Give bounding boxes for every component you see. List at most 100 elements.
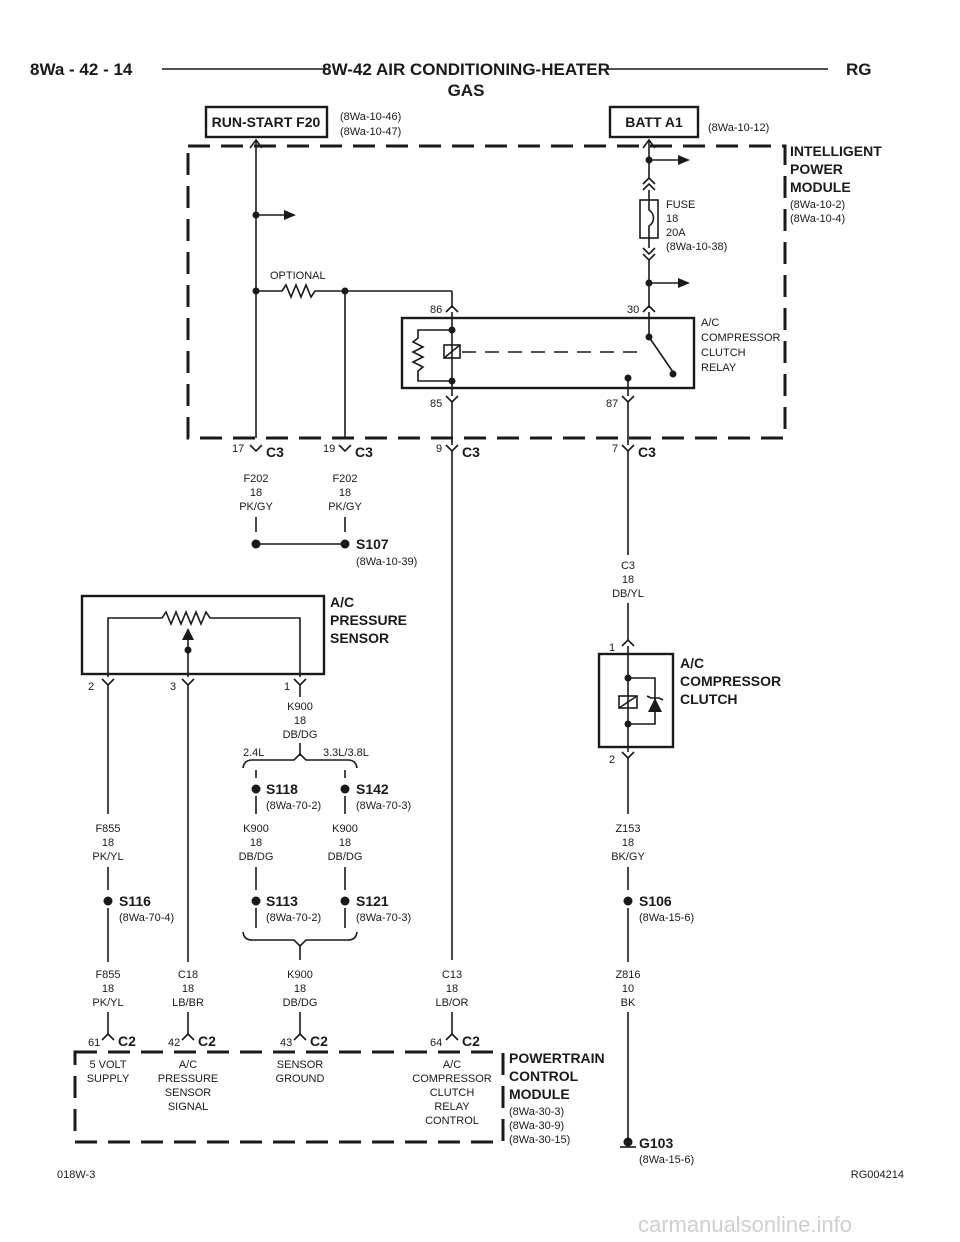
run-start-source-label: RUN-START F20	[212, 114, 321, 130]
pcm-func-64-line-3: CLUTCH	[430, 1087, 475, 1099]
option-33l-38l: 3.3L/3.8L	[323, 747, 369, 759]
s118-splice	[251, 784, 261, 794]
wire-c18-code: C18	[178, 969, 198, 981]
wire-k900-bottom-color: DB/DG	[283, 997, 318, 1009]
fuse-label-4: (8Wa-10-38)	[666, 241, 727, 253]
pressure-sensor-name-3: SENSOR	[330, 630, 389, 646]
c3-cavity-19	[338, 444, 352, 453]
c3-cavity-7	[621, 444, 635, 453]
s116-splice	[103, 896, 113, 906]
wire-k900-top-code: K900	[287, 701, 313, 713]
ac-compressor-clutch-relay	[400, 316, 696, 390]
optional-resistor	[256, 282, 345, 300]
pressure-sensor-name-2: PRESSURE	[330, 612, 407, 628]
run-start-ref-2: (8Wa-10-47)	[340, 126, 401, 138]
s142-label: S142	[356, 781, 389, 797]
relay-name-4: RELAY	[701, 362, 737, 374]
wire-k900-bottom-code: K900	[287, 969, 313, 981]
c2-cavity-64	[445, 1032, 459, 1041]
relay-name-1: A/C	[701, 317, 719, 329]
relay-pin-87: 87	[606, 398, 618, 410]
sensor-cavity-3	[181, 678, 195, 687]
wire-k900-left-gauge: 18	[250, 837, 262, 849]
sensor-pin-1: 1	[284, 681, 290, 693]
s121-splice	[340, 896, 350, 906]
pcm-func-64-line-2: COMPRESSOR	[412, 1073, 492, 1085]
wire-z153-gauge: 18	[622, 837, 634, 849]
ipm-name-1: INTELLIGENT	[790, 143, 882, 159]
s113-label: S113	[266, 893, 298, 909]
optional-label: OPTIONAL	[270, 270, 326, 282]
pcm-name-2: CONTROL	[509, 1068, 579, 1084]
fuse-cavity-bottom-1	[642, 247, 656, 256]
pressure-sensor-wiper-node	[184, 646, 192, 654]
relay-suppression-resistor	[411, 329, 452, 382]
g103-ref: (8Wa-15-6)	[639, 1154, 694, 1166]
figure-number: 018W-3	[57, 1169, 95, 1181]
wire-c13-color: LB/OR	[435, 997, 468, 1009]
option-brace-bottom	[242, 931, 358, 948]
batt-source-box	[608, 105, 700, 139]
relay-86-cavity	[445, 304, 459, 313]
s113-ref: (8Wa-70-2)	[266, 912, 321, 924]
c3-label-9: C3	[462, 444, 480, 460]
c3-label-19: C3	[355, 444, 373, 460]
wire-z816-color: BK	[621, 997, 636, 1009]
c3-pin-9: 9	[436, 443, 442, 455]
clutch-diode-bar	[646, 695, 664, 701]
relay-pin-30: 30	[627, 304, 639, 316]
pressure-sensor-potentiometer	[107, 609, 301, 677]
wire-c18-color: LB/BR	[172, 997, 204, 1009]
sensor-cavity-2	[101, 678, 115, 687]
clutch-name-3: CLUTCH	[680, 691, 738, 707]
relay-pin-86: 86	[430, 304, 442, 316]
c3-label-17: C3	[266, 444, 284, 460]
fuse-label-3: 20A	[666, 227, 686, 239]
pcm-func-61-line-1: 5 VOLT	[89, 1059, 126, 1071]
wire-f202-b-color: PK/GY	[328, 501, 362, 513]
s116-ref: (8Wa-70-4)	[119, 912, 174, 924]
fuse-label-2: 18	[666, 213, 678, 225]
page-title: 8W-42 AIR CONDITIONING-HEATER	[322, 60, 610, 79]
wire-k900-left-code: K900	[243, 823, 269, 835]
c2-label-43: C2	[310, 1033, 328, 1049]
wire-k900-right-color: DB/DG	[328, 851, 363, 863]
s107-splice	[340, 539, 350, 549]
run-start-ref-1: (8Wa-10-46)	[340, 111, 401, 123]
pcm-func-42-line-2: PRESSURE	[158, 1073, 219, 1085]
wire-z816-code: Z816	[615, 969, 640, 981]
pcm-ref-1: (8Wa-30-3)	[509, 1106, 564, 1118]
wire-f202-b-gauge: 18	[339, 487, 351, 499]
clutch-pin-2: 2	[609, 754, 615, 766]
page-number: 8Wa - 42 - 14	[30, 60, 133, 79]
s142-splice	[340, 784, 350, 794]
pcm-func-43-line-1: SENSOR	[277, 1059, 324, 1071]
wire-f202-a-color: PK/GY	[239, 501, 273, 513]
clutch-name-1: A/C	[680, 655, 704, 671]
clutch-coil	[618, 695, 638, 709]
pcm-func-42-line-3: SENSOR	[165, 1087, 212, 1099]
s121-label: S121	[356, 893, 389, 909]
fuse-cavity-top-1	[642, 176, 656, 185]
ipm-name-2: POWER	[790, 161, 843, 177]
clutch-coil-slash	[618, 695, 638, 709]
sensor-pin-3: 3	[170, 681, 176, 693]
sensor-cavity-1	[293, 678, 307, 687]
pcm-boundary	[73, 1050, 505, 1144]
pcm-func-43-line-2: GROUND	[276, 1073, 325, 1085]
watermark: carmanualsonline.info	[638, 1212, 852, 1237]
relay-87-cavity	[621, 395, 635, 404]
fuse-cavity-top-2	[642, 182, 656, 191]
clutch-diode-loop	[628, 677, 656, 725]
relay-85-cavity	[445, 395, 459, 404]
relay-switch-open-contact	[669, 370, 677, 378]
relay-coil-slash	[443, 344, 461, 359]
wire-k900-left-color: DB/DG	[239, 851, 274, 863]
ipm-boundary	[186, 144, 787, 440]
wire-z153-code: Z153	[615, 823, 640, 835]
c3-label-7: C3	[638, 444, 656, 460]
g103-ground	[623, 1137, 633, 1147]
c2-label-61: C2	[118, 1033, 136, 1049]
option-24l: 2.4L	[243, 747, 264, 759]
